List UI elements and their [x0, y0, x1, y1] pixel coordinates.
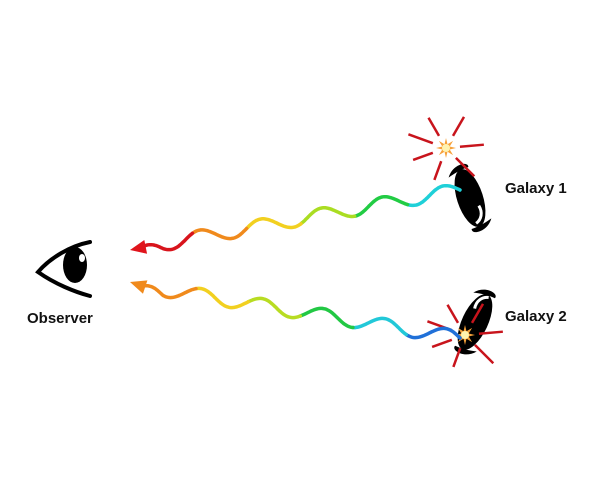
galaxy-1-light-segment: [138, 231, 195, 252]
supernova-1-icon: [407, 116, 484, 181]
burst-ray: [451, 116, 466, 137]
burst-ray: [478, 330, 503, 336]
galaxy-1-label: Galaxy 1: [505, 180, 567, 197]
galaxy-2-light-segment: [351, 316, 408, 337]
galaxy-1-icon: [448, 163, 492, 233]
galaxy-2-light-segment: [298, 306, 355, 330]
galaxy-2-light-segment: [140, 283, 198, 300]
burst-ray: [446, 304, 460, 324]
galaxy-2-light-segment: [194, 286, 250, 310]
galaxy-1-light-segment: [244, 217, 303, 231]
supernova-2-icon: [426, 303, 503, 368]
burst-ray: [474, 344, 495, 365]
burst-ray: [407, 133, 434, 145]
galaxy-1-light-segment: [190, 226, 249, 241]
observer-label: Observer: [27, 310, 93, 327]
galaxy-1-light-arrowhead: [130, 239, 148, 254]
galaxy-1-light-segment: [299, 206, 357, 226]
burst-ray: [431, 338, 453, 349]
galaxy-1-light-segment: [405, 183, 462, 208]
burst-ray: [455, 157, 476, 178]
burst-ray: [412, 151, 434, 162]
burst-ray: [452, 347, 462, 368]
burst-core: [442, 144, 450, 152]
burst-ray: [433, 160, 443, 181]
galaxy-2-label: Galaxy 2: [505, 308, 567, 325]
eye-icon: [35, 240, 92, 298]
burst-core: [461, 331, 469, 339]
galaxy-2-icon: [454, 289, 496, 355]
burst-ray: [459, 143, 484, 149]
galaxy-2-light-arrowhead: [130, 280, 148, 294]
galaxy-2-light-segment: [404, 326, 462, 340]
galaxy-2-light-segment: [246, 296, 303, 320]
burst-ray: [470, 303, 485, 324]
burst-ray: [427, 117, 441, 137]
galaxy-1-light-segment: [352, 194, 410, 218]
